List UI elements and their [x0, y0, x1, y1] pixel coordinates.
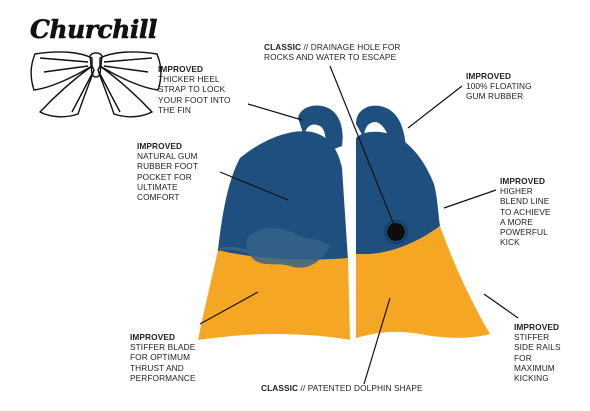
callout-dolphin-kind: CLASSIC: [261, 383, 299, 393]
callout-drainage-line-1: // DRAINAGE HOLE FOR: [301, 42, 401, 52]
callout-heel-strap-line-3: YOUR FOOT INTO: [158, 94, 231, 105]
callout-foot-pocket-line-5: COMFORT: [137, 192, 180, 203]
callout-heel-strap: IMPROVED THICKER HEEL STRAP TO LOCK YOUR…: [158, 64, 231, 115]
callout-blend-line-line-1: HIGHER: [500, 186, 533, 197]
callout-drainage-kind: CLASSIC: [264, 42, 302, 52]
callout-blend-line-line-5: POWERFUL: [500, 227, 548, 238]
callout-floating-kind: IMPROVED: [466, 71, 512, 81]
callout-foot-pocket-line-4: ULTIMATE: [137, 181, 178, 192]
leader-side-rails: [483, 293, 519, 319]
callout-blend-line: IMPROVED HIGHER BLEND LINE TO ACHIEVE A …: [500, 176, 551, 247]
callout-blade-line-2: FOR OPTIMUM: [130, 352, 191, 363]
callout-blade-line-3: THRUST AND: [130, 362, 184, 373]
left-fin-blade: [198, 250, 350, 340]
callout-leader-lines: [199, 65, 519, 385]
callout-blend-line-line-6: KICK: [500, 237, 520, 248]
leader-blade: [199, 291, 259, 325]
right-fin-foot-pocket: [356, 131, 440, 255]
leader-blend-line: [443, 189, 497, 209]
callout-side-rails-line-2: SIDE RAILS: [514, 342, 561, 353]
callout-side-rails-line-3: FOR: [514, 352, 532, 363]
callout-side-rails-line-4: MAXIMUM: [514, 362, 555, 373]
callout-drainage: CLASSIC // DRAINAGE HOLE FOR ROCKS AND W…: [264, 42, 401, 62]
right-fin: [356, 105, 490, 338]
leader-drainage: [329, 65, 397, 231]
callout-side-rails-line-1: STIFFER: [514, 332, 550, 343]
leader-dolphin: [363, 297, 391, 385]
callout-heel-strap-line-4: THE FIN: [158, 104, 191, 115]
callout-floating-line-2: GUM RUBBER: [466, 91, 524, 102]
callout-blend-line-line-3: TO ACHIEVE: [500, 206, 551, 217]
callout-blade-kind: IMPROVED: [130, 332, 176, 342]
callout-heel-strap-kind: IMPROVED: [158, 64, 204, 74]
callout-heel-strap-line-1: THICKER HEEL: [158, 74, 220, 85]
callout-foot-pocket-line-3: POCKET FOR: [137, 171, 192, 182]
leader-floating: [407, 85, 463, 129]
drainage-hole-icon: [387, 223, 405, 241]
callout-blend-line-line-4: A MORE: [500, 216, 533, 227]
left-fin-blend-mottle: [246, 228, 330, 268]
logo-emblem-icon: [30, 51, 162, 118]
brand-logo: Churchill: [30, 15, 158, 45]
callout-blend-line-kind: IMPROVED: [500, 176, 546, 186]
leader-heel-strap: [247, 103, 303, 121]
callout-side-rails-line-5: KICKING: [514, 373, 549, 384]
callout-blade-line-1: STIFFER BLADE: [130, 342, 196, 353]
left-fin: [198, 105, 350, 340]
registered-mark: ®: [150, 19, 155, 25]
callout-side-rails: IMPROVED STIFFER SIDE RAILS FOR MAXIMUM …: [514, 322, 561, 383]
callout-floating: IMPROVED 100% FLOATING GUM RUBBER: [466, 71, 532, 102]
callout-blade: IMPROVED STIFFER BLADE FOR OPTIMUM THRUS…: [130, 332, 196, 383]
callout-foot-pocket-kind: IMPROVED: [137, 141, 183, 151]
left-fin-foot-pocket: [218, 131, 348, 261]
callout-foot-pocket-line-1: NATURAL GUM: [137, 151, 198, 162]
callout-dolphin-line-1: // PATENTED DOLPHIN SHAPE: [298, 383, 423, 393]
callout-dolphin: CLASSIC // PATENTED DOLPHIN SHAPE: [261, 383, 423, 393]
leader-foot-pocket: [219, 171, 289, 201]
callout-floating-line-1: 100% FLOATING: [466, 81, 532, 92]
callout-blade-line-4: PERFORMANCE: [130, 372, 196, 383]
callout-side-rails-kind: IMPROVED: [514, 322, 560, 332]
callout-foot-pocket-line-2: RUBBER FOOT: [137, 161, 199, 172]
callout-drainage-line-2: ROCKS AND WATER TO ESCAPE: [264, 52, 397, 63]
callout-foot-pocket: IMPROVED NATURAL GUM RUBBER FOOT POCKET …: [137, 141, 198, 202]
left-fin-heel-strap: [298, 105, 343, 152]
right-fin-blade: [356, 226, 490, 338]
callout-blend-line-line-2: BLEND LINE: [500, 196, 550, 207]
callout-heel-strap-line-2: STRAP TO LOCK: [158, 84, 226, 95]
